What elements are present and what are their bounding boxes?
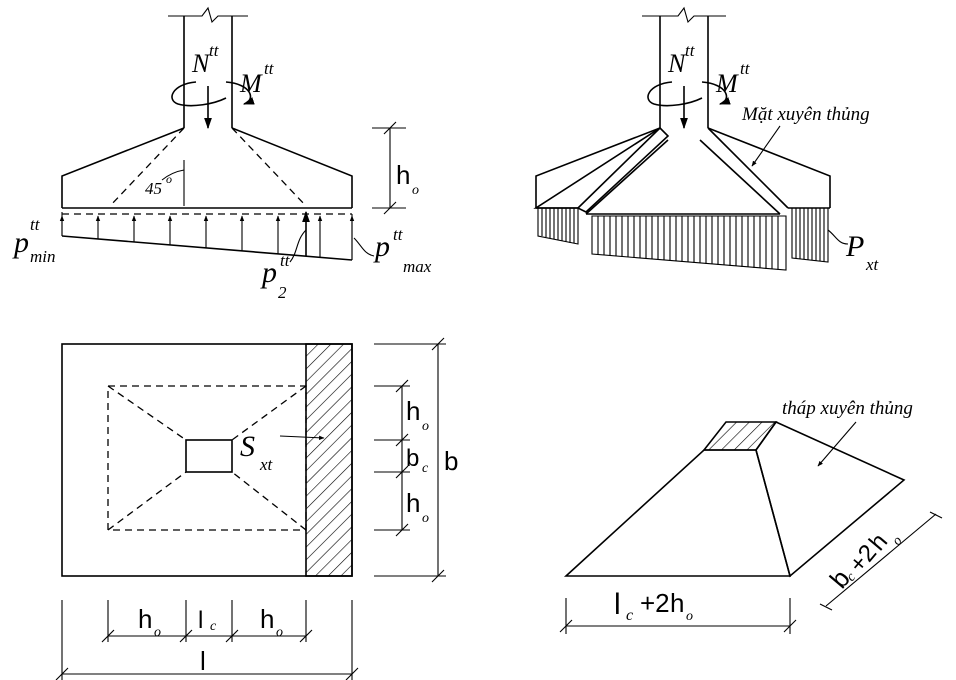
svg-text:h: h (406, 488, 420, 518)
svg-text:xt: xt (259, 455, 274, 474)
svg-text:b: b (406, 445, 419, 472)
svg-text:o: o (154, 625, 161, 640)
svg-text:2: 2 (278, 283, 287, 302)
svg-text:max: max (403, 257, 432, 276)
label-punch-surface: Mặt xuyên thủng (741, 104, 870, 125)
pressure-blocks (537, 207, 829, 271)
svg-text:tt: tt (393, 225, 404, 244)
soil-pressure-diagram (59, 210, 375, 263)
label-Sxt: S (240, 430, 255, 463)
svg-text:h: h (260, 604, 274, 634)
column-plan (185, 439, 233, 473)
svg-text:tt: tt (30, 215, 41, 234)
svg-text:xt: xt (865, 255, 880, 274)
svg-text:o: o (412, 183, 419, 198)
svg-text:tt: tt (685, 41, 696, 60)
label-punch-tower: tháp xuyên thủng (782, 398, 913, 419)
dimension-horizontal-plan: h o l c h o l (55, 600, 359, 680)
label-pmin: p (12, 226, 29, 259)
punching-cone-section (533, 126, 831, 215)
tower-top-column (702, 421, 778, 451)
label-M-tt: tt (264, 59, 275, 78)
svg-text:tt: tt (740, 59, 751, 78)
label-N-tt: tt (209, 41, 220, 60)
svg-text:c: c (210, 619, 217, 634)
label-ho-section: h (396, 160, 410, 190)
svg-text:c: c (422, 461, 429, 476)
label-b: b (444, 446, 458, 476)
svg-text:o: o (686, 609, 693, 624)
panel-punching-section: N tt M tt Mặt xuyên thủng (533, 6, 880, 274)
svg-text:c: c (626, 607, 633, 624)
svg-text:h: h (670, 588, 684, 618)
punching-base-outline (107, 385, 307, 531)
dimension-ho-section: h o (372, 121, 419, 215)
column-2 (642, 6, 726, 128)
footing-outline (61, 127, 353, 215)
svg-text:h: h (138, 604, 152, 634)
svg-text:o: o (276, 625, 283, 640)
tower-front-face (563, 449, 792, 577)
label-Pxt: P (845, 230, 864, 263)
punching-load: N tt M tt (647, 41, 751, 130)
svg-text:M: M (715, 69, 739, 98)
svg-text:l: l (614, 588, 621, 621)
svg-text:min: min (30, 247, 56, 266)
label-angle: 45 (145, 179, 162, 198)
svg-text:o: o (422, 511, 429, 526)
panel-plan-view: S xt h o b c h o b (55, 337, 458, 680)
svg-text:N: N (667, 49, 687, 78)
svg-text:tt: tt (280, 251, 291, 270)
dimension-tower-front: l c +2 h o (559, 588, 797, 634)
dimension-vertical-plan: h o b c h o b (374, 337, 458, 583)
svg-text:+2: +2 (640, 588, 670, 618)
label-N: N (191, 49, 211, 78)
label-p2: p (260, 256, 277, 289)
panel-punching-tower: tháp xuyên thủng l c +2 h o b c +2 h o (559, 398, 943, 634)
punching-area-Sxt (305, 343, 353, 577)
column-loads: N tt M tt (171, 41, 275, 130)
label-pmax: p (373, 230, 390, 263)
label-M: M (239, 69, 263, 98)
column (168, 6, 248, 128)
panel-footing-section: N tt M tt 45 o h o (12, 6, 432, 302)
svg-text:o: o (422, 419, 429, 434)
svg-text:h: h (406, 396, 420, 426)
label-angle-unit: o (166, 172, 172, 186)
svg-text:l: l (198, 607, 203, 634)
dimension-tower-side: b c +2 h o (819, 511, 943, 611)
label-l: l (200, 646, 206, 676)
